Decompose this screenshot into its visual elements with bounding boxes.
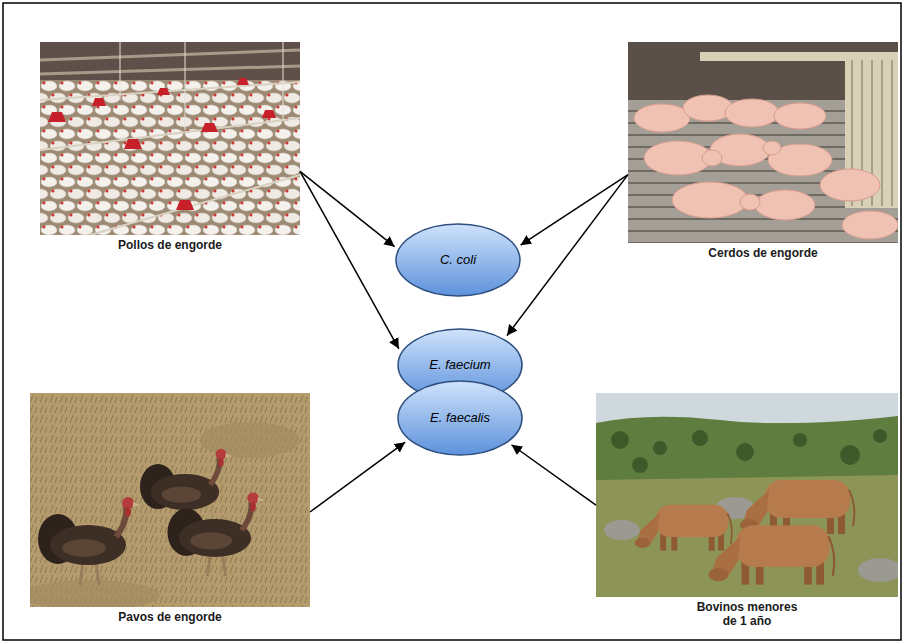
species-name: E. faecalis	[430, 410, 490, 426]
species-oval: E. faecalis	[397, 380, 523, 456]
cattle-photo	[596, 393, 898, 597]
photo-panel: Cerdos de engorde	[628, 42, 898, 243]
pasture	[596, 393, 898, 597]
species-oval: C. coli	[395, 223, 521, 297]
oval-outline	[398, 381, 522, 455]
arrow-connector	[310, 442, 405, 512]
arrow-connector	[300, 171, 395, 246]
arrow-connector	[507, 175, 628, 336]
species-name: E. faecium	[429, 357, 490, 373]
grass-patch	[30, 580, 160, 607]
arrow-connector	[512, 445, 596, 505]
turkey	[38, 497, 140, 585]
cow	[635, 505, 732, 551]
arrow-connector	[300, 171, 399, 349]
dry-grass	[30, 393, 310, 607]
photo-panel: Pavos de engorde	[30, 393, 310, 607]
turkey	[168, 492, 265, 576]
photo-ground	[628, 42, 898, 243]
turkey-photo	[30, 393, 310, 607]
photo-caption: Pavos de engorde	[60, 610, 280, 624]
roof-beam	[40, 50, 300, 74]
photo-caption: Pollos de engorde	[60, 238, 280, 252]
feeder-line	[40, 82, 300, 235]
barn-roof	[40, 42, 300, 84]
grass-patch	[200, 422, 300, 458]
species-name: C. coli	[440, 252, 476, 268]
photo-caption: Cerdos de engorde	[653, 246, 873, 260]
wire	[120, 42, 283, 130]
red-feeder	[48, 78, 276, 210]
oval-outline	[396, 224, 520, 296]
photo-panel: Bovinos menores de 1 año	[596, 393, 898, 597]
cow	[709, 525, 835, 584]
pig	[634, 95, 898, 239]
hills	[596, 416, 898, 480]
pig-photo	[628, 42, 898, 243]
photo-panel: Pollos de engorde	[40, 42, 300, 235]
arrow-connector	[521, 175, 628, 245]
photo-caption: Bovinos menores de 1 año	[688, 600, 806, 628]
frame-border	[3, 3, 901, 640]
broiler-photo	[40, 42, 300, 235]
photo-ground	[40, 42, 300, 235]
trees	[611, 429, 887, 473]
chicken-flock	[40, 80, 300, 235]
